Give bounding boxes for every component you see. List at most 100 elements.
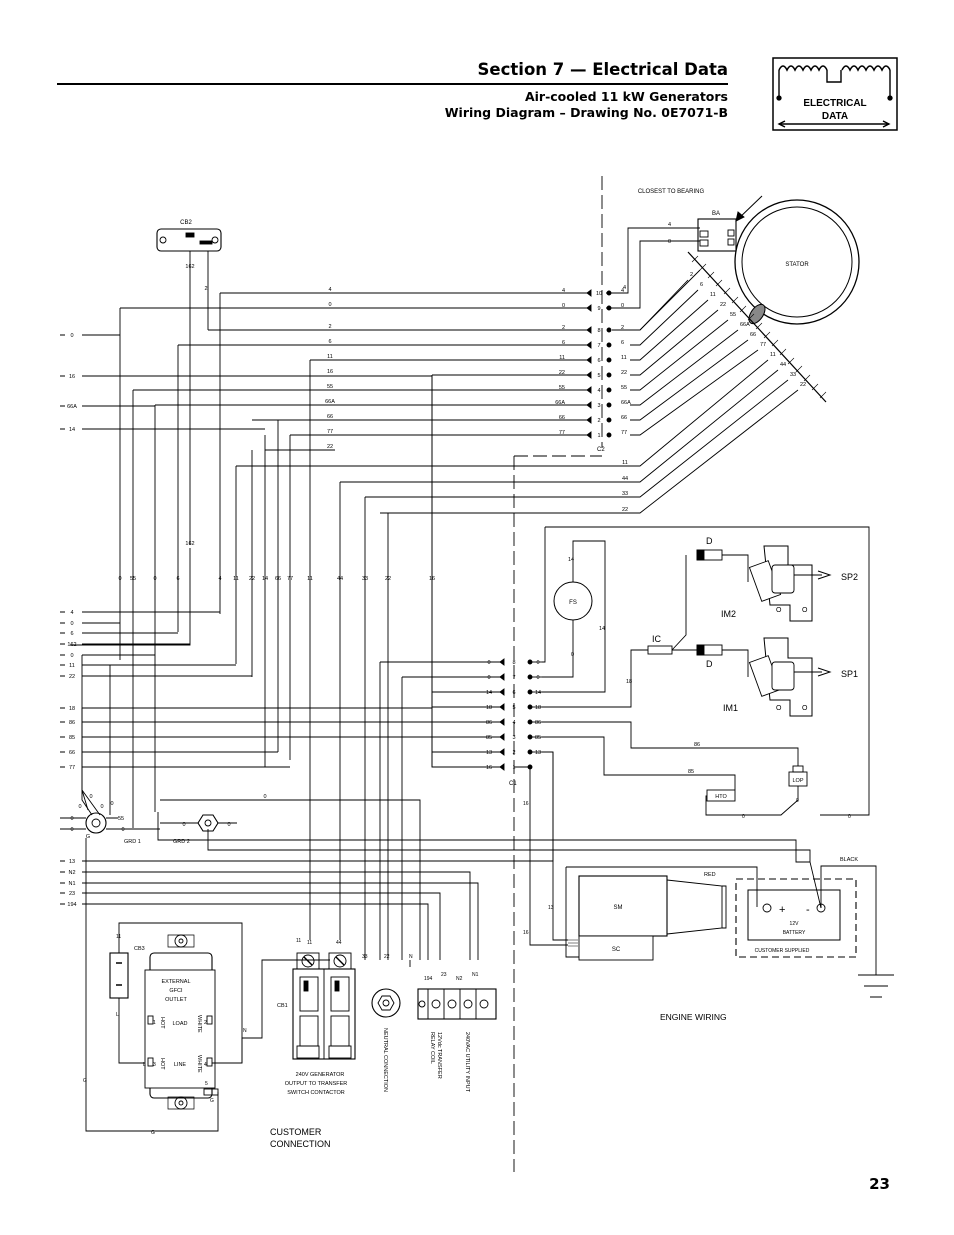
c2-pin-dot xyxy=(606,372,612,378)
ba-wire-0-label: 0 xyxy=(668,239,671,245)
cb3-label: CB3 xyxy=(134,946,145,952)
c2-pin-right-label: 66A xyxy=(621,400,631,406)
wire-18 xyxy=(542,649,648,708)
c2-label: C2 xyxy=(597,447,605,453)
c2-pin-left-label: 77 xyxy=(559,430,565,436)
c1-pin-number: 1 xyxy=(512,765,515,771)
c1-pin-right-label: 85 xyxy=(535,735,541,741)
wire-162-label-top: 162 xyxy=(185,264,194,270)
grd1-top-0a: 0 xyxy=(78,804,81,810)
c1-pin-right-label: 14 xyxy=(535,690,541,696)
cb3-breaker: CB3 11 L xyxy=(109,922,243,1064)
gfci-line-n: N xyxy=(243,1028,247,1034)
wire-2-label: 2 xyxy=(204,286,207,292)
stator-lead-label: 6 xyxy=(700,282,703,288)
grd1-left-label: 0 xyxy=(70,827,73,833)
stator-lead xyxy=(380,389,799,514)
left-terminal-label: 77 xyxy=(69,765,75,771)
grd1-label: GRD 1 xyxy=(124,839,141,845)
fs-wire-0-label: 0 xyxy=(571,652,574,658)
vertical-drop-label: 0 xyxy=(118,576,121,582)
left-terminal-label: 162 xyxy=(67,642,76,648)
wire-86 xyxy=(542,721,799,766)
wire-0-grd xyxy=(160,799,421,960)
c2-pin-left-label: 6 xyxy=(562,340,565,346)
strip-wire-23: 23 xyxy=(441,972,447,978)
left-terminal-label: N2 xyxy=(68,870,75,876)
left-terminal-label: 22 xyxy=(69,674,75,680)
gfci-pin-1: 1 xyxy=(153,1020,156,1026)
page-number: 23 xyxy=(869,1175,890,1193)
section-title: Section 7 — Electrical Data xyxy=(477,60,728,79)
stator-lead-label: 33 xyxy=(790,372,796,378)
stator-lead xyxy=(380,379,789,498)
left-terminal-label: 85 xyxy=(69,735,75,741)
wire-85-label: 85 xyxy=(688,769,694,775)
fuel-solenoid: FS 14 14 0 xyxy=(542,540,606,693)
c2-pin-arrow xyxy=(586,356,592,364)
im1-label: IM1 xyxy=(723,703,738,713)
c1-pin-left-label: 18 xyxy=(486,705,492,711)
stator-lead-label: 77 xyxy=(760,342,766,348)
left-terminal-label: 194 xyxy=(67,902,76,908)
zero-drops xyxy=(379,662,403,960)
c1-pin-arrow xyxy=(497,673,505,681)
c2-pin-arrow xyxy=(586,304,592,312)
wire-85 xyxy=(542,736,736,790)
wire-13 xyxy=(542,751,568,941)
stator-lead-label: 22 xyxy=(720,302,726,308)
hto-switch: HTO xyxy=(705,789,744,816)
grd1-bundle xyxy=(81,767,101,816)
gfci-load-label: LOAD xyxy=(173,1021,188,1027)
bus-wire-label: 22 xyxy=(327,444,333,450)
fs-wire-14b-label: 14 xyxy=(599,626,605,632)
stator-lead-label: 2 xyxy=(690,272,693,278)
c2-to-stator-2 xyxy=(612,269,701,331)
grd2-wire-0b: 0 xyxy=(227,822,230,828)
grd1-55-label: 55 xyxy=(118,816,124,822)
ignition-module-im2: O O D IM2 SP2 xyxy=(696,536,858,622)
c2-pin-right-label: 22 xyxy=(621,370,627,376)
wire-162-label-mid: 162 xyxy=(185,541,194,547)
vertical-drop-label: 55 xyxy=(130,576,136,582)
utility-input-label: 240VAC UTILITY INPUT xyxy=(464,1032,470,1093)
left-terminal-label: 16 xyxy=(69,374,75,380)
gfci-label-2: GFCI xyxy=(169,988,183,994)
neutral-wire-33: 33 xyxy=(362,954,368,960)
vertical-drop-label: 33 xyxy=(362,576,368,582)
stator-feed-label: 44 xyxy=(622,476,628,482)
left-terminal-label: 14 xyxy=(69,427,75,433)
left-terminal-label: 13 xyxy=(69,859,75,865)
stator-lead-label: 55 xyxy=(730,312,736,318)
c2-pin-arrow xyxy=(586,341,592,349)
stator-lead-label: 66 xyxy=(750,332,756,338)
left-terminal-wire xyxy=(60,903,429,960)
battery: + - 12V BATTERY CUSTOMER SUPPLIED xyxy=(735,878,857,958)
c2-pin-left-label: 66 xyxy=(559,415,565,421)
lop-label: LOP xyxy=(792,778,803,784)
stator-feed-label: 33 xyxy=(622,491,628,497)
bus-wire-label: 66 xyxy=(327,414,333,420)
c2-pin-dot xyxy=(606,290,612,296)
vertical-drop-label: 66 xyxy=(275,576,281,582)
c2-pin-left-label: 11 xyxy=(559,355,565,361)
grd1-bundle xyxy=(81,655,93,816)
cb1-breaker: CB1 240V GENERATOR OUTPUT TO TRANSFER SW… xyxy=(277,938,356,1096)
neutral-wire-22: 22 xyxy=(384,954,390,960)
c1-pin-right-label: 18 xyxy=(535,705,541,711)
strip-wire-n1: N1 xyxy=(472,972,479,978)
grd1-top-0d: 0 xyxy=(110,801,113,807)
c2-pin-left-label: 0 xyxy=(562,303,565,309)
gfci-ground-g3: G xyxy=(210,1098,214,1104)
strip-wire-194: 194 xyxy=(424,976,433,982)
left-terminal-label: 18 xyxy=(69,706,75,712)
c2-pin-arrow xyxy=(586,289,592,297)
c2-pin-number: 5 xyxy=(597,373,600,379)
c1-pin-arrow xyxy=(497,763,505,771)
im2-o1-label: O xyxy=(776,607,782,614)
c1-pin-right-label: 0 xyxy=(536,660,539,666)
c1-pin-arrow xyxy=(497,733,505,741)
vertical-drop-label: 11 xyxy=(233,576,239,582)
